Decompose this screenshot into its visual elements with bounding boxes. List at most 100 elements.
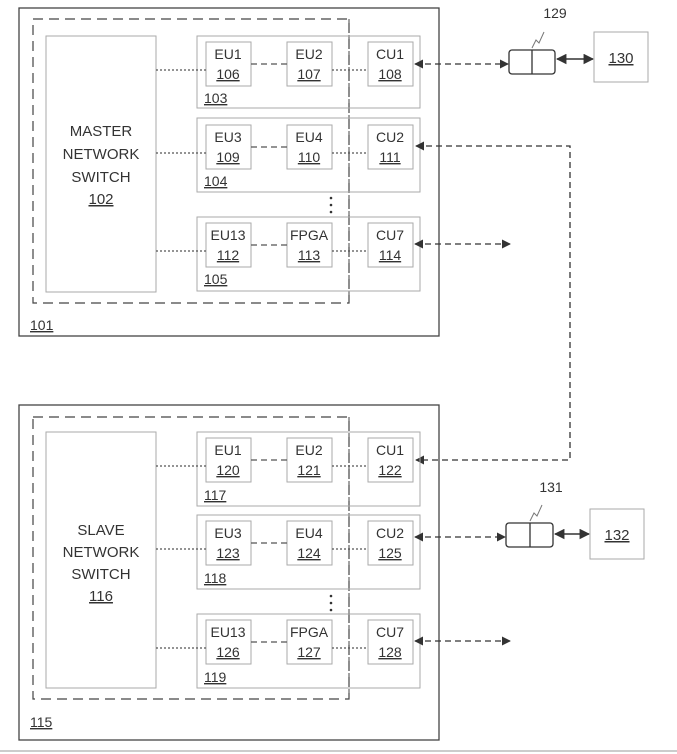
system-115-outer-box xyxy=(18,404,440,741)
unit-127-name: FPGA xyxy=(290,624,329,640)
row-119: EU13 126 FPGA 127 CU7 128 119 xyxy=(156,613,421,689)
device-132-box xyxy=(589,508,645,560)
unit-123-box xyxy=(205,520,252,566)
ellipsis-101 xyxy=(329,196,333,214)
unit-106-name: EU1 xyxy=(214,46,241,62)
unit-123-id: 123 xyxy=(216,545,240,561)
unit-124-id: 124 xyxy=(297,545,321,561)
unit-125-box xyxy=(367,520,414,566)
unit-127-box xyxy=(286,619,333,665)
connector-131-leader xyxy=(529,504,543,522)
unit-107-id: 107 xyxy=(297,66,321,82)
switch-102-line3: SWITCH xyxy=(71,169,130,186)
external-link-131: 131 132 xyxy=(414,479,645,560)
system-115-id: 115 xyxy=(30,714,53,730)
switch-116-line1: SLAVE xyxy=(77,522,124,539)
system-101-id: 101 xyxy=(30,317,54,333)
unit-109-name: EU3 xyxy=(214,129,241,145)
row-118: EU3 123 EU4 124 CU2 125 118 xyxy=(156,514,421,590)
unit-112-name: EU13 xyxy=(210,227,245,243)
unit-123-name: EU3 xyxy=(214,525,241,541)
row-105-id: 105 xyxy=(204,271,228,287)
switch-116-id: 116 xyxy=(89,588,113,605)
system-115-dashed-region xyxy=(32,416,350,700)
row-105: EU13 112 FPGA 113 CU7 114 105 xyxy=(156,216,421,292)
row-118-box xyxy=(196,514,421,590)
connector-131-id: 131 xyxy=(539,479,563,495)
unit-114-name: CU7 xyxy=(376,227,404,243)
device-132-id: 132 xyxy=(604,527,629,544)
unit-111-id: 111 xyxy=(379,149,400,165)
row-103: EU1 106 EU2 107 CU1 108 103 xyxy=(156,35,421,109)
unit-122-name: CU1 xyxy=(376,442,404,458)
switch-116-line2: NETWORK xyxy=(63,544,140,561)
unit-112-id: 112 xyxy=(217,247,240,263)
unit-108-name: CU1 xyxy=(376,46,404,62)
unit-114-box xyxy=(367,222,414,268)
unit-112-box xyxy=(205,222,252,268)
unit-113-name: FPGA xyxy=(290,227,329,243)
row-103-id: 103 xyxy=(204,90,228,106)
unit-122-box xyxy=(367,437,414,483)
unit-109-box xyxy=(205,124,252,170)
row-104: EU3 109 EU4 110 CU2 111 104 xyxy=(156,117,421,193)
switch-box-102 xyxy=(45,35,157,293)
unit-128-id: 128 xyxy=(378,644,402,660)
unit-121-id: 121 xyxy=(297,462,321,478)
row-119-id: 119 xyxy=(204,669,227,685)
unit-107-name: EU2 xyxy=(295,46,322,62)
unit-128-box xyxy=(367,619,414,665)
unit-127-id: 127 xyxy=(297,644,321,660)
row-117-id: 117 xyxy=(204,487,227,503)
device-130-id: 130 xyxy=(608,50,633,67)
row-119-box xyxy=(196,613,421,689)
switch-box-116 xyxy=(45,431,157,689)
unit-124-name: EU4 xyxy=(295,525,322,541)
unit-121-name: EU2 xyxy=(295,442,322,458)
unit-106-id: 106 xyxy=(216,66,240,82)
row-103-box xyxy=(196,35,421,109)
link-111-122 xyxy=(415,141,571,465)
unit-125-id: 125 xyxy=(378,545,402,561)
unit-111-box xyxy=(367,124,414,170)
switch-102-id: 102 xyxy=(88,191,113,208)
unit-108-id: 108 xyxy=(378,66,402,82)
unit-125-name: CU2 xyxy=(376,525,404,541)
row-104-id: 104 xyxy=(204,173,228,189)
unit-110-box xyxy=(286,124,333,170)
row-118-id: 118 xyxy=(204,570,227,586)
system-101-dashed-region xyxy=(32,18,350,304)
unit-120-id: 120 xyxy=(216,462,240,478)
ellipsis-115 xyxy=(329,594,333,612)
unit-110-name: EU4 xyxy=(295,129,322,145)
switch-102-line1: MASTER xyxy=(70,123,133,140)
row-117-box xyxy=(196,431,421,507)
system-101-outer-box xyxy=(18,7,440,337)
unit-111-name: CU2 xyxy=(376,129,404,145)
external-link-129: 129 130 xyxy=(414,5,649,83)
unit-128-name: CU7 xyxy=(376,624,404,640)
unit-126-id: 126 xyxy=(216,644,240,660)
unit-108-box xyxy=(367,41,414,87)
unit-109-id: 109 xyxy=(216,149,240,165)
system-115: SLAVE NETWORK SWITCH 116 EU1 120 EU2 121… xyxy=(18,404,440,741)
device-130-box xyxy=(593,31,649,83)
unit-121-box xyxy=(286,437,333,483)
switch-102-line2: NETWORK xyxy=(63,146,140,163)
unit-124-box xyxy=(286,520,333,566)
unit-120-name: EU1 xyxy=(214,442,241,458)
unit-120-box xyxy=(205,437,252,483)
unit-110-id: 110 xyxy=(298,149,321,165)
unit-126-name: EU13 xyxy=(210,624,245,640)
unit-126-box xyxy=(205,619,252,665)
unit-114-id: 114 xyxy=(379,247,402,263)
unit-106-box xyxy=(205,41,252,87)
switch-116-line3: SWITCH xyxy=(71,566,130,583)
connector-129-id: 129 xyxy=(543,5,567,21)
connector-129-leader xyxy=(531,31,545,49)
unit-113-id: 113 xyxy=(298,247,321,263)
row-117: EU1 120 EU2 121 CU1 122 117 xyxy=(156,431,421,507)
unit-122-id: 122 xyxy=(378,462,402,478)
system-101: MASTER NETWORK SWITCH 102 EU1 106 EU2 10… xyxy=(18,7,440,337)
